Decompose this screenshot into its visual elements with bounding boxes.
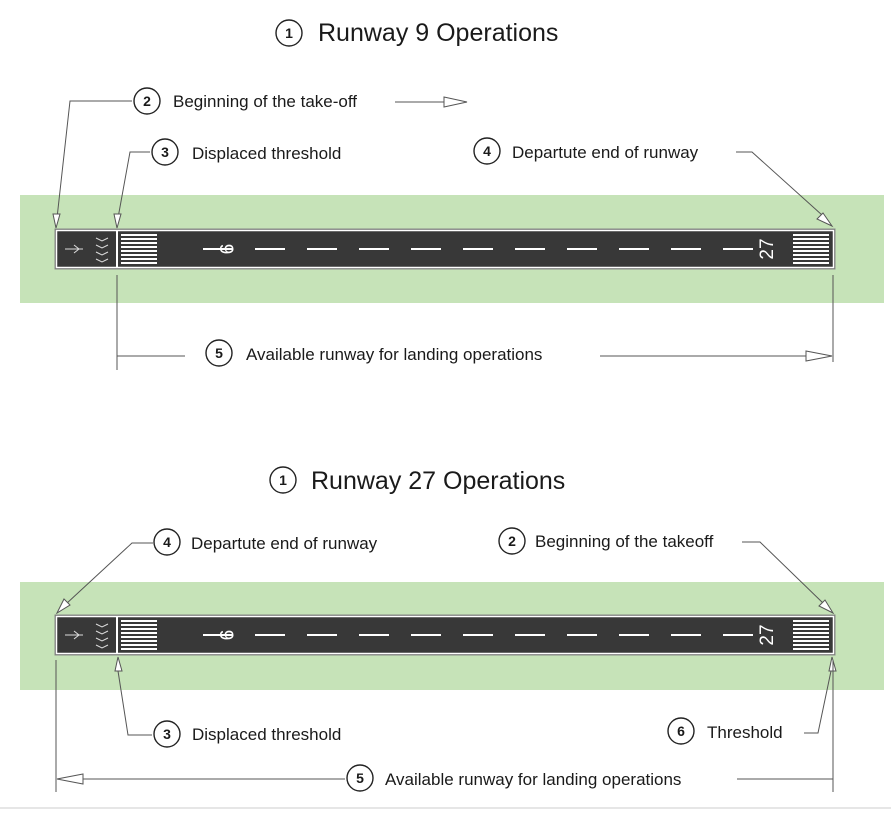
callout-label: Beginning of the take-off: [173, 92, 357, 111]
direction-arrow: [443, 96, 468, 108]
callout-label: Departute end of runway: [512, 143, 699, 162]
callout-number-circle: [473, 137, 501, 165]
callout-number: 6: [677, 723, 685, 739]
callout-number: 5: [356, 770, 364, 786]
arrowhead: [113, 213, 122, 229]
arrowhead: [805, 350, 833, 362]
callout-number: 4: [483, 143, 491, 159]
callout-number: 3: [161, 144, 169, 160]
callout-number: 4: [163, 534, 171, 550]
arrowhead: [52, 213, 61, 229]
runway-pavement: 9 27: [54, 228, 836, 270]
callout-number: 3: [163, 726, 171, 742]
callout-label: Departute end of runway: [191, 534, 378, 553]
arrowhead: [55, 598, 71, 615]
callout-label: Available runway for landing operations: [385, 770, 681, 789]
callout-beginning-takeoff: 2 Beginning of the take-off: [52, 87, 468, 229]
callout-number: 5: [215, 345, 223, 361]
callout-label: Threshold: [707, 723, 783, 742]
callout-departure-end: 4 Departute end of runway: [473, 137, 834, 228]
arrowhead: [816, 212, 834, 228]
callout-departure-end: 4 Departute end of runway: [55, 528, 378, 615]
callout-number-circle: [346, 764, 374, 792]
runway-designator-left: 9: [215, 630, 236, 641]
runway-designator-right: 27: [757, 624, 778, 645]
runway-27-section: 1 Runway 27 Operations 9 27 4 Departute …: [20, 466, 884, 792]
title-number-circle: [269, 466, 297, 494]
title-number-circle: [275, 19, 303, 47]
arrowhead: [56, 773, 84, 785]
page-title-runway-9: Runway 9 Operations: [318, 19, 558, 47]
callout-number-circle: [667, 717, 695, 745]
callout-number: 2: [508, 533, 516, 549]
callout-displaced-threshold: 3 Displaced threshold: [114, 656, 341, 748]
callout-number: 2: [143, 93, 151, 109]
runway-9-section: 1 Runway 9 Operations 9 27 2 Beginning o…: [20, 19, 884, 370]
callout-number-circle: [205, 339, 233, 367]
runway-designator-right: 27: [757, 238, 778, 259]
title-number: 1: [285, 25, 293, 41]
callout-number-circle: [153, 720, 181, 748]
arrowhead: [818, 599, 835, 615]
callout-threshold: 6 Threshold: [667, 656, 837, 745]
callout-available-landing: 5 Available runway for landing operation…: [116, 275, 834, 370]
callout-label: Available runway for landing operations: [246, 345, 542, 364]
callout-label: Displaced threshold: [192, 725, 341, 744]
callout-number-circle: [151, 138, 179, 166]
runway-designator-left: 9: [215, 244, 236, 255]
callout-label: Displaced threshold: [192, 144, 341, 163]
callout-displaced-threshold: 3 Displaced threshold: [113, 138, 341, 229]
callout-number-circle: [153, 528, 181, 556]
runway-pavement: 9 27: [54, 614, 836, 656]
callout-number-circle: [133, 87, 161, 115]
callout-beginning-takeoff: 2 Beginning of the takeoff: [498, 527, 835, 615]
callout-available-landing: 5 Available runway for landing operation…: [55, 660, 834, 792]
page-title-runway-27: Runway 27 Operations: [311, 467, 565, 495]
title-number: 1: [279, 472, 287, 488]
callout-label: Beginning of the takeoff: [535, 532, 714, 551]
callout-number-circle: [498, 527, 526, 555]
